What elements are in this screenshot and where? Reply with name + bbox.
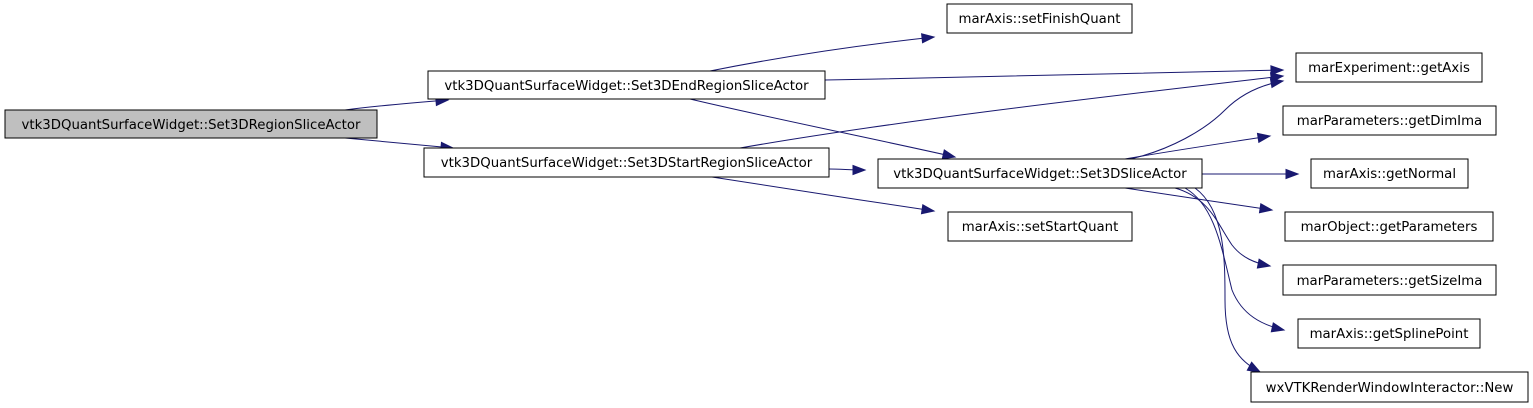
- arrowhead-icon: [941, 149, 957, 160]
- edge-line: [711, 176, 935, 212]
- node-label: vtk3DQuantSurfaceWidget::Set3DStartRegio…: [441, 156, 813, 171]
- arrowhead-icon: [1258, 202, 1274, 214]
- arrowhead-icon: [1285, 168, 1300, 180]
- edge-line: [824, 69, 1284, 81]
- edge-line: [1124, 135, 1271, 160]
- arrowhead-icon: [1256, 258, 1272, 269]
- node-label: marObject::getParameters: [1301, 220, 1478, 235]
- edge-slice-actor-to-get-spline-point: [1184, 187, 1286, 333]
- arrowhead-icon: [1246, 361, 1262, 373]
- node-label: marAxis::setFinishQuant: [959, 12, 1121, 27]
- edge-line: [739, 75, 1284, 149]
- edge-slice-actor-to-get-parameters: [1124, 187, 1274, 214]
- node-label: marAxis::getNormal: [1323, 167, 1456, 182]
- node-getsizeima[interactable]: marParameters::getSizeIma: [1282, 264, 1497, 296]
- edge-slice-actor-to-wx-new: [1194, 187, 1262, 373]
- node-setfinishquant[interactable]: marAxis::setFinishQuant: [946, 3, 1133, 34]
- node-set3dsliceactor[interactable]: vtk3DQuantSurfaceWidget::Set3DSliceActor: [877, 158, 1203, 189]
- node-label: vtk3DQuantSurfaceWidget::Set3DSliceActor: [893, 167, 1187, 182]
- node-getnormal[interactable]: marAxis::getNormal: [1310, 158, 1469, 189]
- node-label: vtk3DQuantSurfaceWidget::Set3DEndRegionS…: [444, 79, 809, 94]
- node-getdimima[interactable]: marParameters::getDimIma: [1282, 105, 1497, 136]
- edge-line: [344, 99, 449, 111]
- node-set3dendregionsliceactor[interactable]: vtk3DQuantSurfaceWidget::Set3DEndRegionS…: [427, 70, 826, 100]
- edge-slice-actor-to-get-axis: [1129, 77, 1285, 160]
- arrowhead-icon: [1269, 77, 1285, 89]
- edge-line: [1194, 187, 1261, 373]
- edge-line: [1184, 187, 1285, 331]
- node-label: marAxis::setStartQuant: [962, 220, 1119, 235]
- edge-line: [709, 36, 935, 72]
- node-setstartquant[interactable]: marAxis::setStartQuant: [947, 211, 1133, 242]
- node-label: marParameters::getDimIma: [1297, 114, 1482, 129]
- node-set3dstartregionsliceactor[interactable]: vtk3DQuantSurfaceWidget::Set3DStartRegio…: [423, 147, 830, 178]
- arrowhead-icon: [1270, 322, 1286, 333]
- edge-end-region-to-get-axis: [824, 65, 1285, 81]
- node-label: marAxis::getSplinePoint: [1310, 327, 1469, 342]
- edges: [344, 33, 1300, 373]
- edge-line: [344, 137, 454, 149]
- node-wxvtkrenderwindowinteractor-new[interactable]: wxVTKRenderWindowInteractor::New: [1250, 371, 1529, 403]
- arrowhead-icon: [1256, 132, 1272, 144]
- node-getsplinepoint[interactable]: marAxis::getSplinePoint: [1297, 318, 1481, 349]
- edge-start-region-to-set-start-quant: [711, 176, 936, 215]
- edge-slice-actor-to-get-size-ima: [1174, 187, 1272, 269]
- node-label: marParameters::getSizeIma: [1297, 274, 1483, 289]
- edge-slice-actor-to-get-dim-ima: [1124, 132, 1272, 160]
- edge-slice-actor-to-get-normal: [1202, 168, 1300, 180]
- edge-end-region-to-slice-actor: [689, 98, 957, 160]
- node-label: marExperiment::getAxis: [1308, 61, 1470, 76]
- edge-end-region-to-set-finish-quant: [709, 33, 936, 72]
- nodes: vtk3DQuantSurfaceWidget::Set3DRegionSlic…: [4, 3, 1529, 403]
- node-label: wxVTKRenderWindowInteractor::New: [1266, 381, 1514, 396]
- node-getaxis[interactable]: marExperiment::getAxis: [1295, 52, 1483, 83]
- arrowhead-icon: [1270, 65, 1285, 76]
- edge-start-region-to-slice-actor: [828, 164, 867, 176]
- node-set3dregionsliceactor[interactable]: vtk3DQuantSurfaceWidget::Set3DRegionSlic…: [4, 109, 378, 139]
- arrowhead-icon: [920, 203, 936, 215]
- node-getparameters[interactable]: marObject::getParameters: [1284, 211, 1494, 242]
- edge-line: [1129, 80, 1284, 160]
- edge-line: [689, 98, 956, 158]
- edge-line: [1174, 187, 1271, 267]
- arrowhead-icon: [852, 164, 867, 176]
- node-label: vtk3DQuantSurfaceWidget::Set3DRegionSlic…: [22, 118, 361, 133]
- arrowhead-icon: [921, 33, 936, 44]
